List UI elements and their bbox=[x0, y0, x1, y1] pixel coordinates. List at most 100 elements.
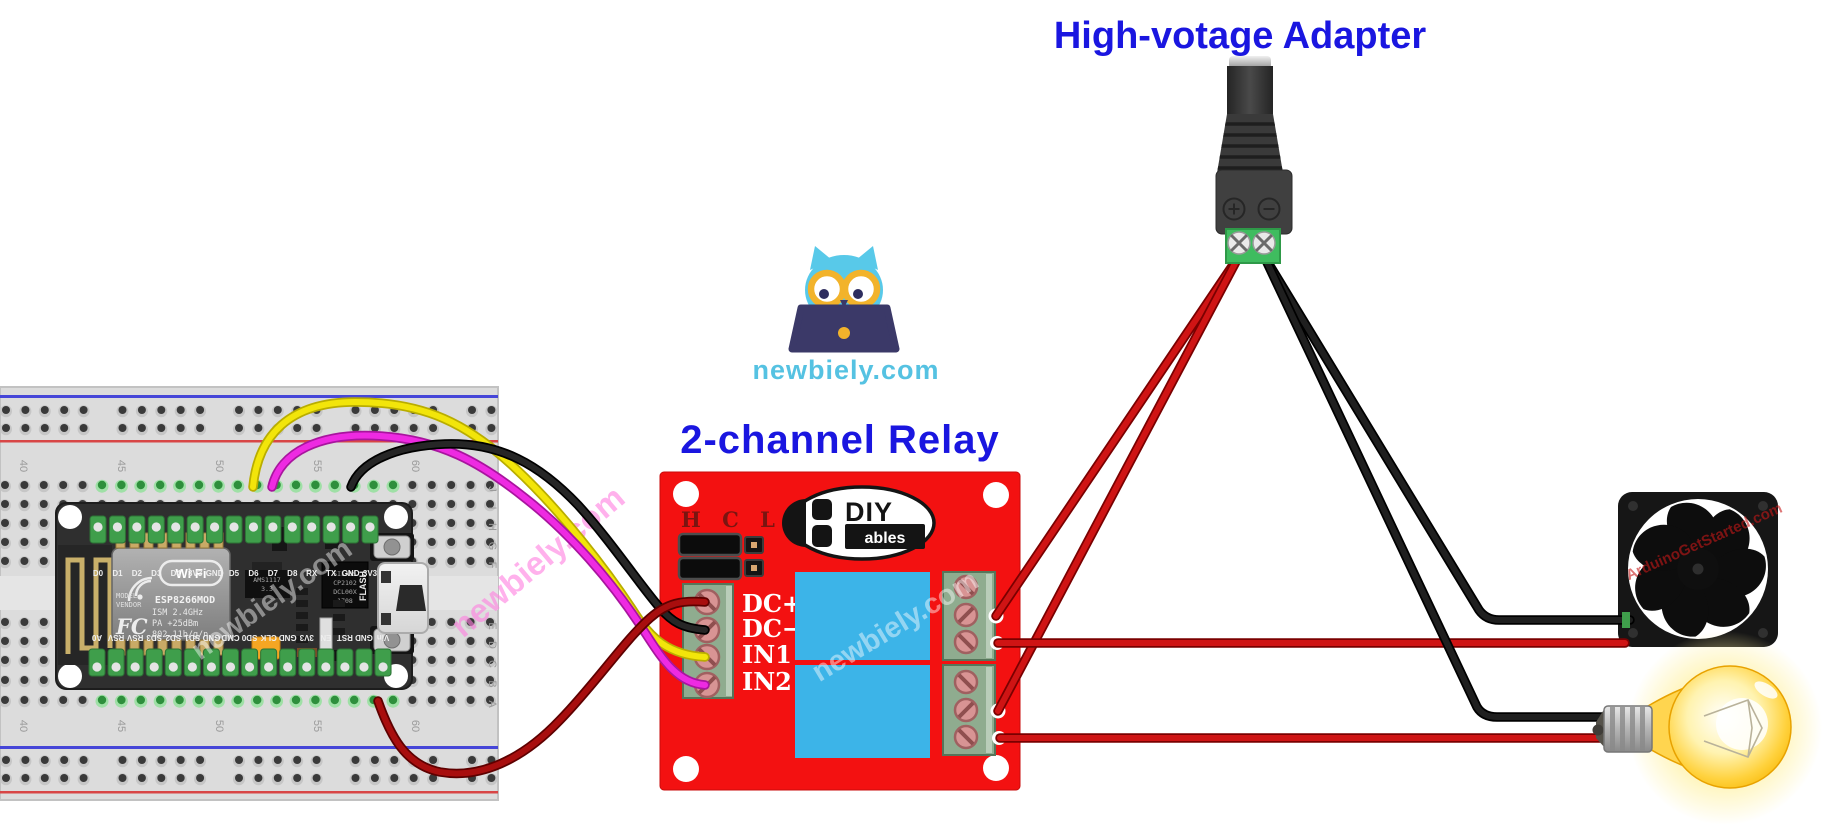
breadboard-number: 50 bbox=[213, 720, 225, 732]
breadboard-hole bbox=[118, 756, 127, 764]
breadboard-hole bbox=[39, 696, 48, 704]
wifi-arc-icon bbox=[127, 576, 153, 602]
breadboard-hole bbox=[468, 756, 476, 764]
pin-hole bbox=[302, 662, 312, 672]
breadboard-number: 55 bbox=[311, 720, 323, 732]
adapter-terminal-block[interactable] bbox=[1225, 228, 1281, 264]
pin-label-bottom: EN bbox=[320, 633, 331, 642]
breadboard-hole bbox=[486, 538, 494, 546]
adapter-live-wire-1[interactable] bbox=[993, 253, 1242, 619]
breadboard-hole bbox=[78, 696, 87, 704]
breadboard-hole bbox=[487, 774, 496, 782]
breadboard-hole bbox=[427, 538, 436, 546]
breadboard-number: 60 bbox=[409, 460, 421, 472]
fan-hub-dot bbox=[1692, 563, 1704, 575]
diyables-mark-icon bbox=[782, 499, 806, 547]
pin-hole bbox=[345, 522, 356, 532]
bulb-hotspot bbox=[1716, 698, 1768, 750]
owl-pupil bbox=[853, 289, 863, 299]
adapter-live-wire-2[interactable] bbox=[995, 253, 1242, 714]
output-terminal-block-2[interactable] bbox=[942, 664, 996, 756]
fan-screw bbox=[1628, 628, 1638, 638]
pin-label-bottom: RST bbox=[337, 633, 353, 642]
breadboard-hole bbox=[1, 637, 9, 645]
wifi-badge bbox=[158, 559, 224, 587]
module-spec-3: 802.11b/g/n bbox=[152, 630, 208, 640]
breadboard-hole bbox=[468, 406, 476, 414]
breadboard-hole bbox=[21, 756, 30, 764]
module-spec-2: PA +25dBm bbox=[152, 619, 198, 629]
breadboard-hole bbox=[214, 695, 223, 705]
pin-label-top: D4 bbox=[171, 569, 182, 578]
antenna-trace bbox=[65, 557, 113, 654]
breadboard-hole bbox=[39, 656, 48, 664]
breadboard-hole bbox=[291, 695, 301, 705]
magenta-signal-wire[interactable] bbox=[269, 432, 708, 688]
adapter-neutral-wire-fan[interactable] bbox=[1261, 253, 1633, 623]
breadboard-hole bbox=[176, 756, 185, 764]
pin-label-bottom: CMD bbox=[221, 633, 239, 642]
breadboard-hole bbox=[429, 774, 438, 782]
breadboard-hole bbox=[157, 424, 166, 432]
breadboard-hole bbox=[59, 481, 68, 489]
terminal-label-in1: IN1 bbox=[742, 640, 792, 669]
breadboard-hole bbox=[487, 424, 496, 432]
pin-hole bbox=[112, 522, 123, 532]
breadboard-hole bbox=[1, 481, 9, 489]
breadboard-hole bbox=[254, 406, 263, 414]
breadboard-hole bbox=[466, 500, 475, 508]
pin-hole bbox=[111, 662, 121, 672]
pin-hole bbox=[359, 662, 369, 672]
breadboard-hole bbox=[312, 756, 321, 764]
wifi-logo-text: Wi Fi bbox=[176, 566, 207, 581]
adapter-neutral-wire-bulb-casing bbox=[1259, 251, 1611, 722]
pin-hole bbox=[190, 522, 200, 532]
breadboard-hole bbox=[487, 406, 496, 414]
dc-adapter bbox=[1215, 56, 1293, 264]
breadboard-hole bbox=[311, 695, 320, 705]
adapter-title: High-votage Adapter bbox=[1054, 15, 1426, 57]
pin-hole bbox=[268, 522, 278, 532]
micro-usb-port[interactable] bbox=[377, 562, 429, 634]
breadboard-letter: D bbox=[486, 641, 498, 649]
breadboard-hole bbox=[370, 424, 379, 432]
breadboard-hole bbox=[118, 406, 127, 414]
breadboard-hole bbox=[20, 519, 29, 527]
breadboard-hole bbox=[486, 676, 494, 684]
breadboard-hole bbox=[447, 557, 456, 565]
breadboard-hole bbox=[312, 774, 321, 782]
breadboard-hole bbox=[447, 676, 456, 684]
adapter-neutral-wire-bulb[interactable] bbox=[1261, 253, 1609, 720]
breadboard-hole bbox=[427, 618, 436, 626]
owl-glasses-left-icon bbox=[807, 269, 847, 309]
breadboard-letter: F bbox=[486, 562, 498, 569]
polarity-markings bbox=[1222, 197, 1281, 221]
jumper-header-label: H C L bbox=[681, 507, 782, 532]
breadboard-hole bbox=[79, 774, 88, 782]
jumper-2[interactable] bbox=[677, 556, 764, 581]
breadboard-hole bbox=[194, 695, 204, 705]
pin-label-bottom: GND bbox=[279, 633, 297, 642]
breadboard-hole bbox=[273, 406, 282, 414]
breadboard-hole bbox=[97, 695, 107, 705]
breadboard-hole bbox=[79, 406, 88, 414]
breadboard-number: 45 bbox=[115, 720, 127, 732]
relay-1 bbox=[795, 572, 930, 660]
breadboard-hole bbox=[447, 519, 456, 527]
breadboard-hole bbox=[1, 676, 9, 684]
flash-button[interactable] bbox=[370, 533, 414, 561]
jumper-1[interactable] bbox=[677, 532, 764, 557]
pin-hole bbox=[307, 522, 317, 532]
pin-hole bbox=[378, 662, 388, 672]
pin-label-top: RX bbox=[306, 569, 318, 578]
breadboard-hole bbox=[369, 480, 378, 490]
breadboard-hole bbox=[466, 618, 475, 626]
chip-label: SILABS bbox=[333, 570, 357, 578]
breadboard-hole bbox=[20, 500, 29, 508]
pin-hole bbox=[168, 662, 178, 672]
breadboard-hole bbox=[351, 756, 360, 764]
wifi-dot-icon bbox=[137, 594, 143, 600]
darkred-power-wire[interactable] bbox=[375, 598, 708, 777]
breadboard-letter: I bbox=[486, 506, 498, 509]
